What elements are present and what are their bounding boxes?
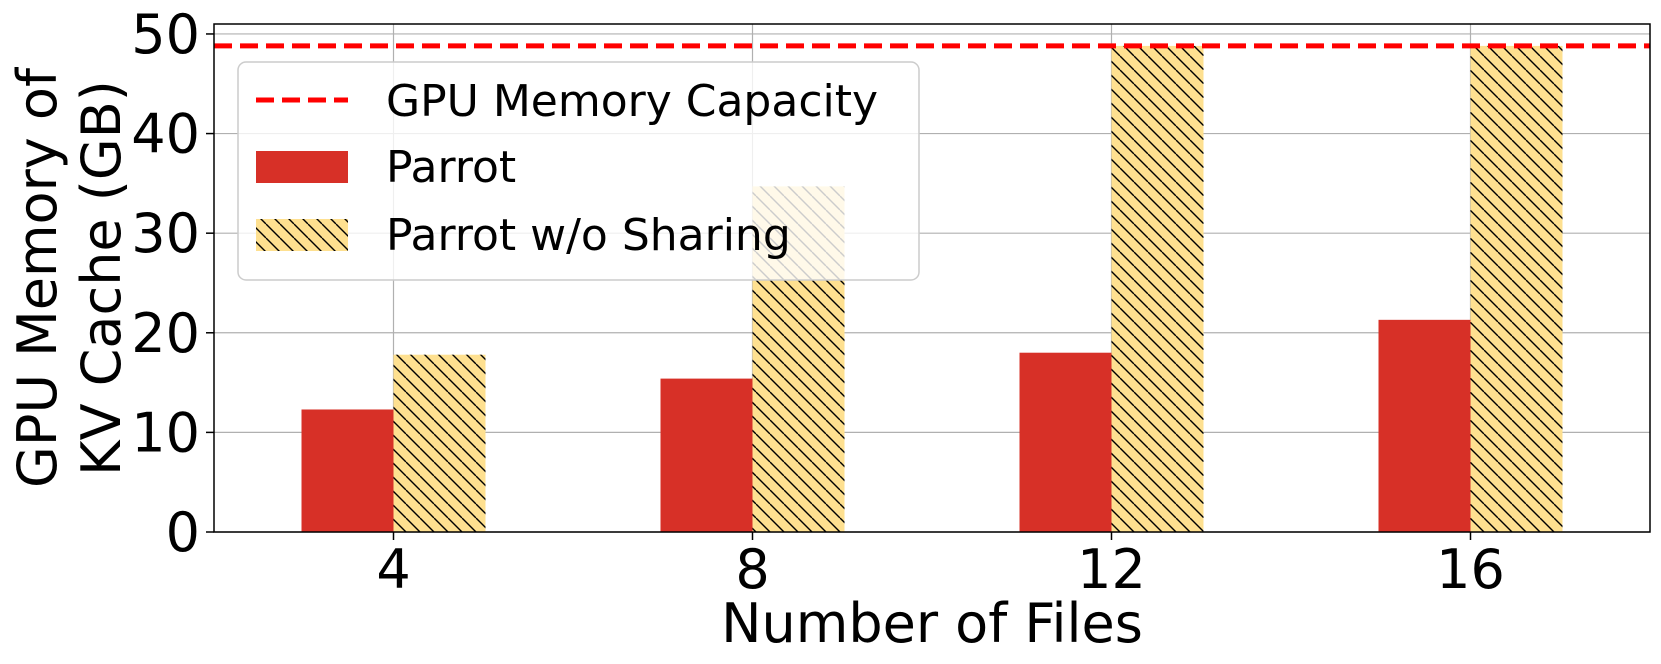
- legend: GPU Memory Capacity Parrot Parrot w/o Sh…: [237, 61, 920, 281]
- legend-label-parrot: Parrot: [386, 142, 516, 193]
- y-tick-label-0: 0: [166, 501, 200, 564]
- x-tick-label-2: 12: [1077, 538, 1146, 601]
- legend-label-capacity: GPU Memory Capacity: [386, 76, 878, 127]
- legend-swatch-parrot: [256, 151, 348, 183]
- legend-label-parrot-no-sharing: Parrot w/o Sharing: [386, 210, 791, 261]
- y-tick-label-5: 50: [131, 3, 200, 66]
- bar-hatch-12: [1111, 45, 1204, 532]
- y-axis-title-line-2: KV Cache (GB): [70, 80, 133, 476]
- bar-parrot-4: [301, 409, 394, 532]
- x-axis-title: Number of Files: [721, 592, 1143, 655]
- y-tick-label-1: 10: [131, 401, 200, 464]
- y-tick-label-4: 40: [131, 103, 200, 166]
- x-axis-ticks: 4 8 12 16: [376, 532, 1505, 601]
- y-axis-ticks: 0 10 20 30 40 50: [131, 3, 214, 564]
- legend-swatch-parrot-no-sharing-hatch: [256, 219, 348, 251]
- x-tick-label-1: 8: [735, 538, 769, 601]
- y-axis-title: GPU Memory of KV Cache (GB): [6, 66, 133, 488]
- bar-hatch-16: [1470, 45, 1563, 532]
- y-tick-label-2: 20: [131, 302, 200, 365]
- plot-frame: [213, 23, 1651, 533]
- bar-parrot-16: [1378, 319, 1471, 532]
- x-tick-label-0: 4: [376, 538, 410, 601]
- bar-hatch-4: [393, 354, 486, 532]
- legend-box: [237, 61, 920, 281]
- y-axis-title-line-1: GPU Memory of: [6, 66, 69, 488]
- x-tick-label-3: 16: [1436, 538, 1505, 601]
- y-tick-label-3: 30: [131, 202, 200, 265]
- bar-parrot-12: [1019, 352, 1112, 532]
- bar-parrot-8: [660, 378, 753, 532]
- bars: [301, 45, 1563, 532]
